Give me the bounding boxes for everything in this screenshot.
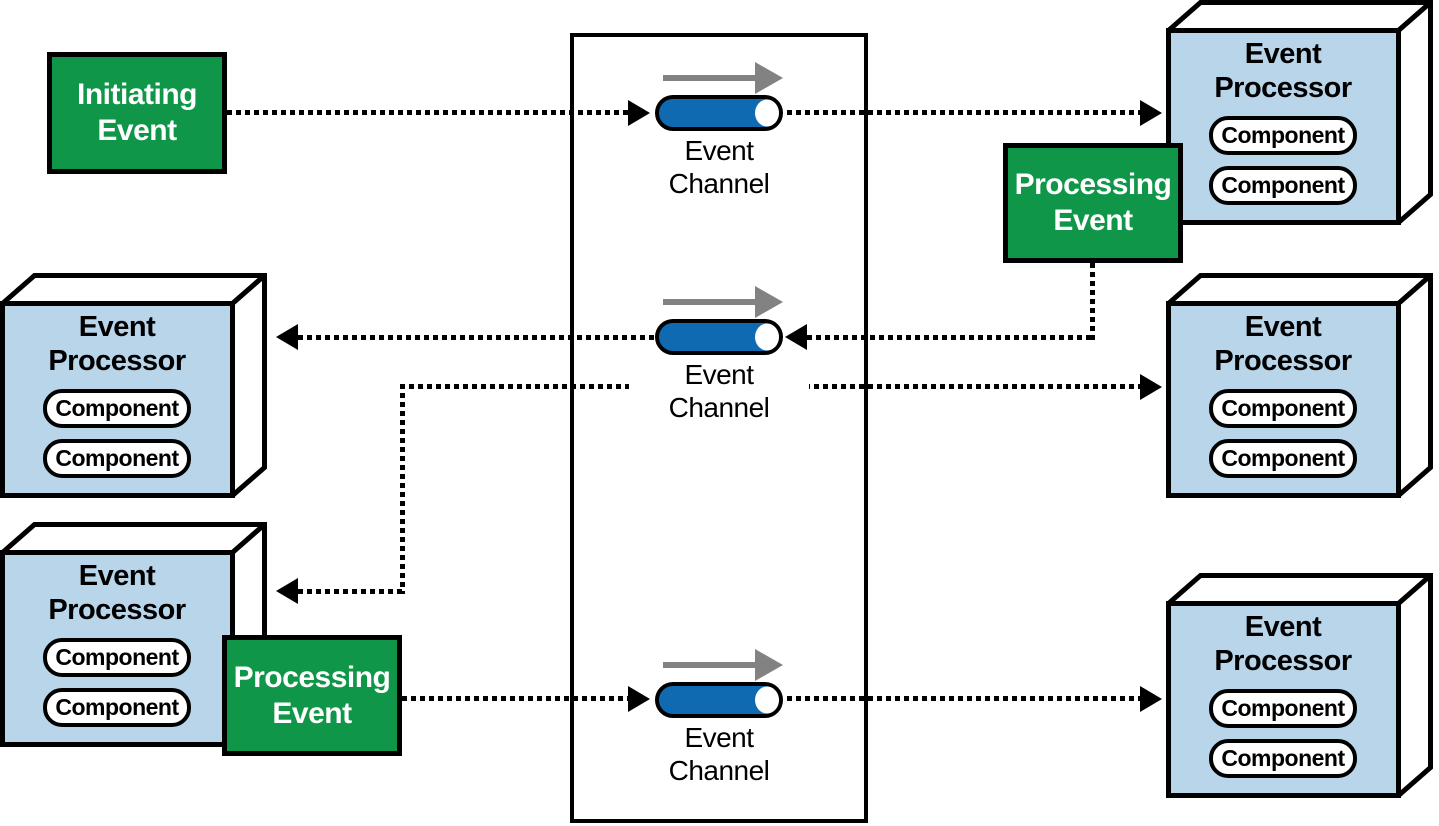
event-processor-top-right: Event Processor Component Component: [1166, 0, 1433, 225]
event-channel-cylinder: [655, 682, 783, 718]
processing-event-box-right: Processing Event: [1003, 143, 1183, 263]
processor-title: Event Processor: [1214, 38, 1352, 105]
connector-channel-middle-to-processor-bottom-left-horizontal: [298, 589, 405, 594]
component-pill: Component: [43, 389, 191, 429]
arrowhead-into-channel-bottom-icon: [628, 686, 650, 712]
arrowhead-into-processor-middle-left-icon: [276, 324, 298, 350]
component-pill: Component: [1209, 739, 1357, 779]
component-pill: Component: [1209, 389, 1357, 429]
connector-channel-top-to-processor-top-right: [787, 110, 1140, 115]
event-channel-label: Event Channel: [629, 134, 809, 201]
component-pill: Component: [43, 638, 191, 678]
connector-processing-event-right-to-channel-middle: [807, 335, 1095, 340]
connector-channel-bottom-to-processor-bottom-right: [787, 696, 1140, 701]
event-processor-bottom-left: Event Processor Component Component: [0, 522, 267, 747]
event-processor-middle-left: Event Processor Component Component: [0, 273, 267, 498]
component-pill: Component: [1209, 116, 1357, 156]
connector-initiating-to-channel-top: [227, 110, 628, 115]
connector-processing-event-left-to-channel-bottom: [402, 696, 628, 701]
event-processor-bottom-right: Event Processor Component Component: [1166, 573, 1433, 798]
event-processor-middle-right: Event Processor Component Component: [1166, 273, 1433, 498]
arrowhead-into-processor-middle-right-icon: [1140, 374, 1162, 400]
initiating-event-box: Initiating Event: [47, 52, 227, 174]
cylinder-cap: [755, 99, 779, 127]
event-channel-cylinder: [655, 319, 783, 355]
arrowhead-into-channel-top-icon: [628, 100, 650, 126]
component-pill: Component: [1209, 166, 1357, 206]
processor-title: Event Processor: [48, 311, 186, 378]
component-pill: Component: [43, 439, 191, 479]
channel-direction-arrowhead-icon: [755, 649, 783, 681]
cylinder-cap: [755, 323, 779, 351]
channel-direction-arrow: [663, 299, 755, 305]
arrowhead-into-processor-bottom-left-icon: [276, 578, 298, 604]
arrowhead-into-processor-top-right-icon: [1140, 100, 1162, 126]
channel-direction-arrow: [663, 75, 755, 81]
cylinder-cap: [755, 686, 779, 714]
channel-direction-arrowhead-icon: [755, 62, 783, 94]
event-channel-cylinder: [655, 95, 783, 131]
channel-direction-arrow: [663, 662, 755, 668]
event-channel-label: Event Channel: [629, 721, 809, 788]
processor-title: Event Processor: [1214, 611, 1352, 678]
connector-channel-middle-to-processor-middle-left: [298, 335, 655, 340]
channel-direction-arrowhead-icon: [755, 286, 783, 318]
processing-event-box-bottom-left: Processing Event: [222, 635, 402, 756]
component-pill: Component: [1209, 689, 1357, 729]
component-pill: Component: [1209, 439, 1357, 479]
connector-processing-event-right-vertical: [1090, 263, 1095, 340]
arrowhead-into-channel-middle-icon: [785, 324, 807, 350]
processor-title: Event Processor: [1214, 311, 1352, 378]
event-channel-label: Event Channel: [629, 358, 809, 425]
connector-channel-middle-to-processor-bottom-left-vertical: [400, 384, 405, 594]
component-pill: Component: [43, 688, 191, 728]
processor-title: Event Processor: [48, 560, 186, 627]
arrowhead-into-processor-bottom-right-icon: [1140, 686, 1162, 712]
